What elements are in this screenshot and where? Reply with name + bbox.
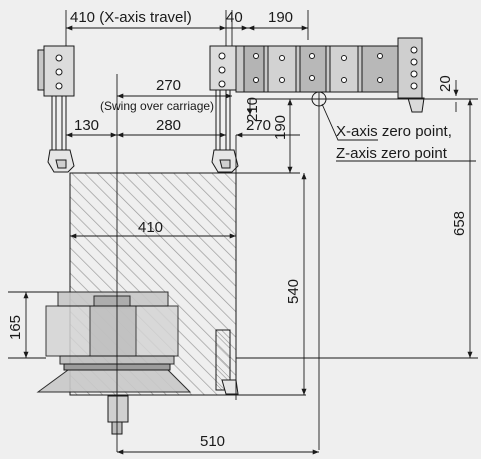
dim-40: 40 [226, 9, 243, 26]
right-tool-hint [215, 329, 239, 395]
reference-lines [8, 10, 478, 452]
turret-carriage [209, 37, 425, 173]
dim-280: 280 [156, 117, 181, 134]
x-axis-zero-label: X-axis zero point, [336, 123, 452, 140]
dim-540: 540 [285, 279, 302, 304]
left-tool-holder [37, 45, 75, 173]
dim-658: 658 [451, 211, 468, 236]
dim-510: 510 [200, 433, 225, 450]
dimension-lines [23, 25, 473, 455]
dim-20: 20 [437, 75, 454, 92]
dim-270-swing: 270 [156, 77, 181, 94]
dim-190-vertical: 190 [272, 115, 289, 140]
dim-165: 165 [7, 315, 24, 340]
swing-label: (Swing over carriage) [100, 99, 214, 113]
dim-270-right: 270 [246, 117, 271, 134]
dim-410-mid: 410 [138, 219, 163, 236]
dim-190-top: 190 [268, 9, 293, 26]
z-axis-zero-label: Z-axis zero point [336, 145, 448, 162]
dim-210: 210 [244, 97, 261, 122]
dim-130: 130 [74, 117, 99, 134]
dim-x-axis-travel: 410 (X-axis travel) [70, 9, 192, 26]
chuck-assembly [36, 291, 192, 435]
